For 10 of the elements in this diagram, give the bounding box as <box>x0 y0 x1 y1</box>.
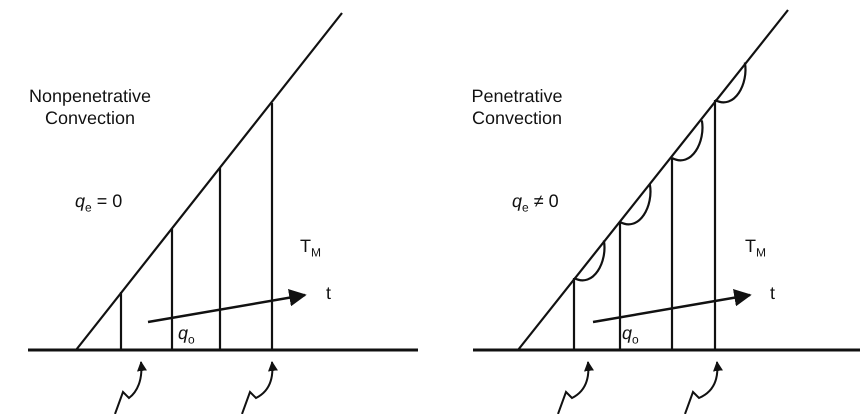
condition-label: q$_{e}$ = 0 <box>75 190 122 217</box>
panel-heading: Nonpenetrative Convection <box>28 85 152 129</box>
variable-label: T$_{M}$ <box>745 235 766 262</box>
variable-label: t <box>326 282 332 304</box>
panel-heading: Penetrative Convection <box>470 85 564 129</box>
variable-label: q$_{o}$ <box>178 322 195 349</box>
variable-label: t <box>770 282 776 304</box>
condition-label: q$_{e}$ ≠ 0 <box>512 190 559 217</box>
variable-label: q$_{o}$ <box>622 322 639 349</box>
variable-label: T$_{M}$ <box>300 235 321 262</box>
